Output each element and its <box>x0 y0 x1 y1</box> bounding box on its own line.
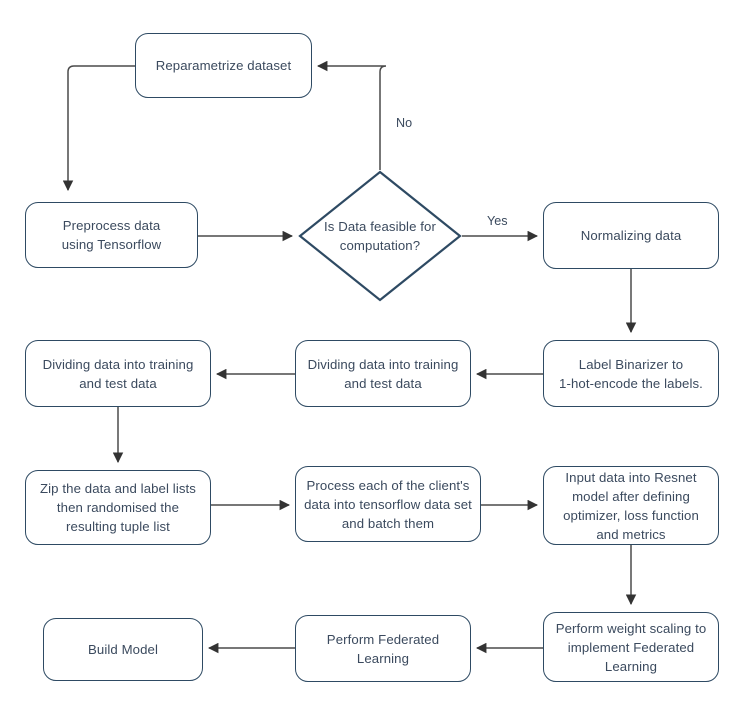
node-label-binarizer[interactable]: Label Binarizer to 1-hot-encode the labe… <box>543 340 719 407</box>
node-dividing-data-left[interactable]: Dividing data into training and test dat… <box>25 340 211 407</box>
node-label: Zip the data and label lists then random… <box>39 481 196 534</box>
edge-label-yes: Yes <box>487 214 508 228</box>
node-input-data-into-resnet[interactable]: Input data into Resnet model after defin… <box>543 466 719 545</box>
node-label: Is Data feasible for computation? <box>324 219 436 253</box>
node-reparametrize-dataset[interactable]: Reparametrize dataset <box>135 33 312 98</box>
node-label: Perform Federated Learning <box>326 631 440 666</box>
node-decision-is-data-feasible[interactable]: Is Data feasible for computation? <box>298 170 462 302</box>
node-label: Process each of the client's data into t… <box>304 477 472 531</box>
node-label: Dividing data into training and test dat… <box>42 356 194 391</box>
node-process-client-data[interactable]: Process each of the client's data into t… <box>295 466 481 542</box>
node-perform-federated-learning[interactable]: Perform Federated Learning <box>295 615 471 682</box>
node-label: Build Model <box>87 642 158 657</box>
edge-label-no: No <box>396 116 413 130</box>
node-preprocess-data[interactable]: Preprocess data using Tensorflow <box>25 202 198 268</box>
node-zip-data-and-label-lists[interactable]: Zip the data and label lists then random… <box>25 470 211 545</box>
node-label: Normalizing data <box>580 228 682 243</box>
node-normalizing-data[interactable]: Normalizing data <box>543 202 719 269</box>
edge-reparametrize-to-preprocess <box>62 65 135 192</box>
node-label: Dividing data into training and test dat… <box>307 356 459 391</box>
node-label: Reparametrize dataset <box>155 58 292 73</box>
node-dividing-data-middle[interactable]: Dividing data into training and test dat… <box>295 340 471 407</box>
node-label: Input data into Resnet model after defin… <box>563 469 699 542</box>
diamond-shape <box>298 170 462 302</box>
node-label: Perform weight scaling to implement Fede… <box>555 620 707 674</box>
node-perform-weight-scaling[interactable]: Perform weight scaling to implement Fede… <box>543 612 719 682</box>
node-label: Label Binarizer to 1-hot-encode the labe… <box>559 356 703 391</box>
node-build-model[interactable]: Build Model <box>43 618 203 681</box>
edge-decision-to-reparametrize <box>316 60 387 170</box>
node-label: Preprocess data using Tensorflow <box>61 218 162 252</box>
